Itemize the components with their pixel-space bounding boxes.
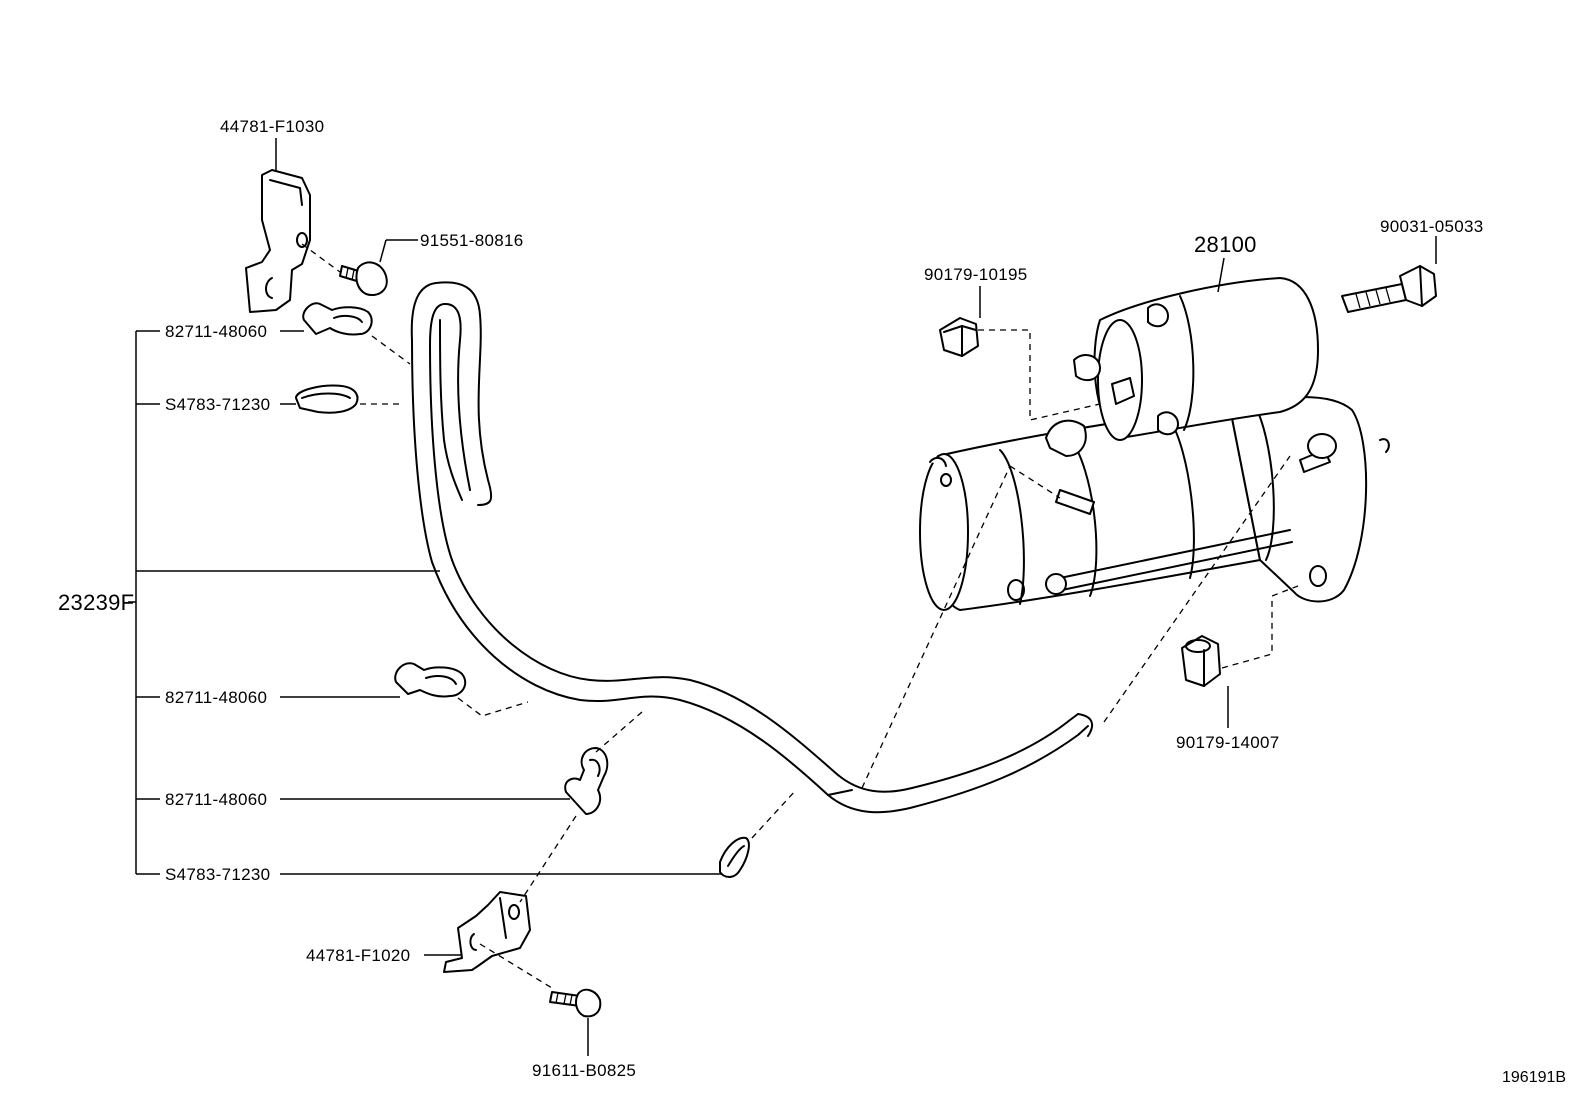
bolt-bottom (549, 988, 602, 1018)
label-S4783-71230-a: S4783-71230 (165, 395, 270, 414)
label-82711-48060-c: 82711-48060 (165, 790, 267, 809)
label-90179-14007: 90179-14007 (1176, 733, 1280, 752)
bolt-top (339, 261, 388, 296)
label-44781-F1030: 44781-F1030 (220, 117, 324, 136)
bracket-bottom (443, 891, 531, 973)
wire-harness-hose (410, 281, 1094, 814)
part-labels: 44781-F1030 91551-80816 82711-48060 S478… (58, 117, 1566, 1086)
figure-id: 196191B (1502, 1069, 1566, 1086)
nut-bottom (1181, 635, 1221, 687)
label-82711-48060-b: 82711-48060 (165, 688, 267, 707)
label-82711-48060-a: 82711-48060 (165, 322, 267, 341)
clamp-a (302, 302, 373, 336)
bracket-top (245, 169, 311, 313)
nut-top (939, 317, 979, 357)
clamp-b (394, 662, 467, 698)
band-b (719, 836, 750, 878)
label-S4783-71230-b: S4783-71230 (165, 865, 270, 884)
clamp-c (564, 747, 609, 815)
label-23239F: 23239F (58, 590, 134, 615)
label-90179-10195: 90179-10195 (924, 265, 1028, 284)
bolt-mount (1341, 265, 1437, 313)
label-44781-F1020: 44781-F1020 (306, 946, 410, 965)
label-28100: 28100 (1194, 232, 1257, 257)
starter-motor (919, 277, 1390, 611)
band-a (295, 384, 359, 414)
reference-dashes (301, 243, 1299, 989)
label-91611-B0825: 91611-B0825 (532, 1061, 636, 1080)
label-91551-80816: 91551-80816 (420, 231, 524, 250)
leader-lines (128, 138, 1437, 1056)
label-90031-05033: 90031-05033 (1380, 217, 1484, 236)
